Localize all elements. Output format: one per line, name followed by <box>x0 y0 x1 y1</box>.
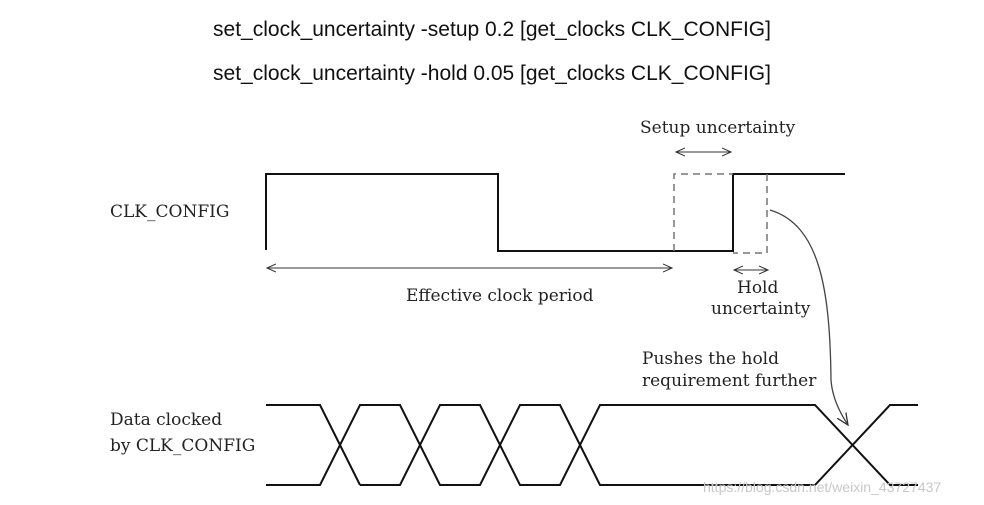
setup-command: set_clock_uncertainty -setup 0.2 [get_cl… <box>213 18 771 41</box>
data-waveform <box>266 404 918 486</box>
data-label-2: by CLK_CONFIG <box>110 436 255 456</box>
period-label: Effective clock period <box>406 286 594 306</box>
watermark: https://blog.csdn.net/weixin_43727437 <box>703 479 941 495</box>
data-label: Data clocked <box>110 410 222 430</box>
hold-label: Hold <box>737 278 778 298</box>
hold-push-curve <box>769 209 848 425</box>
hold-label-2: uncertainty <box>711 299 811 319</box>
push-label-2: requirement further <box>642 371 817 391</box>
clock-waveform <box>265 173 845 252</box>
push-label: Pushes the hold <box>642 349 779 369</box>
uncertainty-window <box>673 173 768 254</box>
setup-uncertainty-label: Setup uncertainty <box>640 118 796 138</box>
hold-command: set_clock_uncertainty -hold 0.05 [get_cl… <box>213 62 771 85</box>
clock-label: CLK_CONFIG <box>110 202 229 222</box>
